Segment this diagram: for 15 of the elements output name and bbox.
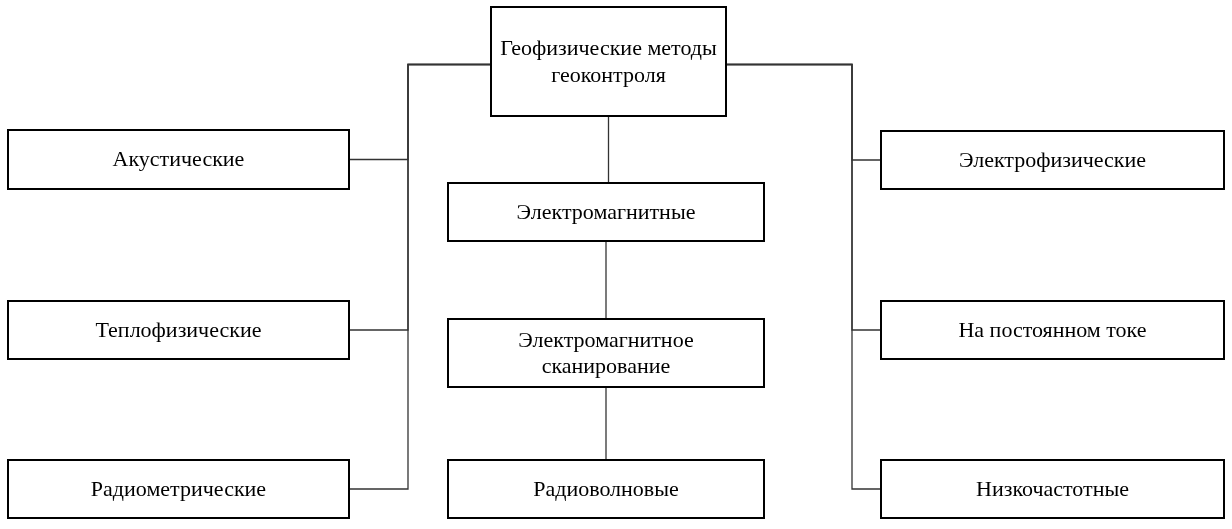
connector-line bbox=[605, 241, 607, 319]
category-box: Электромагнитные bbox=[447, 182, 765, 242]
connector-line bbox=[726, 63, 881, 490]
category-box: Низкочастотные bbox=[880, 459, 1225, 519]
category-box: Радиоволновые bbox=[447, 459, 765, 519]
category-box: Теплофизические bbox=[7, 300, 350, 360]
category-box: Радиометрические bbox=[7, 459, 350, 519]
connector-line bbox=[605, 387, 607, 460]
category-box: На постоянном токе bbox=[880, 300, 1225, 360]
connector-line bbox=[349, 63, 491, 490]
category-box: Электрофизические bbox=[880, 130, 1225, 190]
connector-line bbox=[607, 116, 610, 183]
category-box: Акустические bbox=[7, 129, 350, 190]
category-box: Электромагнитное сканирование bbox=[447, 318, 765, 388]
category-box: Геофизические методы геоконтроля bbox=[490, 6, 727, 117]
